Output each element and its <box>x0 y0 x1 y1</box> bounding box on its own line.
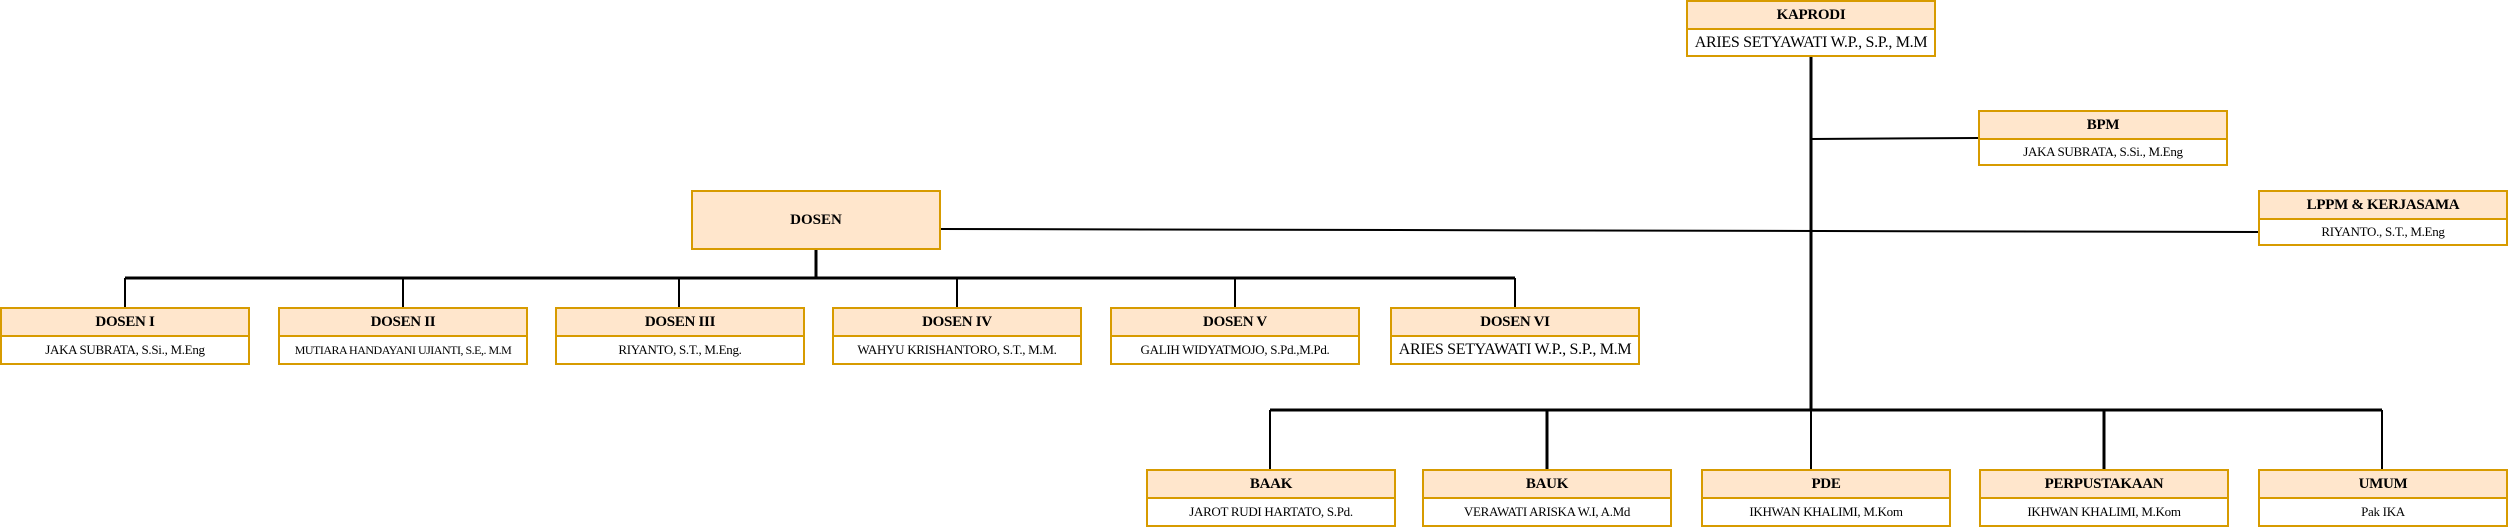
dosen-2-box: DOSEN II MUTIARA HANDAYANI UJIANTI, S.E,… <box>278 307 528 365</box>
dosen-6-name: ARIES SETYAWATI W.P., S.P., M.M <box>1398 341 1632 358</box>
pde-box: PDE IKHWAN KHALIMI, M.Kom <box>1701 469 1951 527</box>
umum-box: UMUM Pak IKA <box>2258 469 2508 527</box>
baak-name: JAROT RUDI HARTATO, S.Pd. <box>1189 504 1353 519</box>
dosen-5-title: DOSEN V <box>1112 309 1358 337</box>
dosen-4-name: WAHYU KRISHANTORO, S.T., M.M. <box>857 342 1057 357</box>
dosen-box: DOSEN <box>691 190 941 250</box>
perpustakaan-box: PERPUSTAKAAN IKHWAN KHALIMI, M.Kom <box>1979 469 2229 527</box>
pde-title: PDE <box>1703 471 1949 499</box>
dosen-3-name: RIYANTO, S.T., M.Eng. <box>618 342 742 357</box>
bauk-box: BAUK VERAWATI ARISKA W.I, A.Md <box>1422 469 1672 527</box>
dosen-4-title: DOSEN IV <box>834 309 1080 337</box>
bpm-title: BPM <box>1980 112 2226 140</box>
dosen-title: DOSEN <box>790 211 842 228</box>
lppm-title: LPPM & KERJASAMA <box>2260 192 2506 220</box>
bpm-box: BPM JAKA SUBRATA, S.Si., M.Eng <box>1978 110 2228 166</box>
dosen-1-title: DOSEN I <box>2 309 248 337</box>
baak-box: BAAK JAROT RUDI HARTATO, S.Pd. <box>1146 469 1396 527</box>
dosen-5-box: DOSEN V GALIH WIDYATMOJO, S.Pd.,M.Pd. <box>1110 307 1360 365</box>
pde-name: IKHWAN KHALIMI, M.Kom <box>1749 504 1903 519</box>
perpustakaan-title: PERPUSTAKAAN <box>1981 471 2227 499</box>
dosen-lppm-connector <box>940 228 2259 233</box>
dosen-6-box: DOSEN VI ARIES SETYAWATI W.P., S.P., M.M <box>1390 307 1640 365</box>
lppm-box: LPPM & KERJASAMA RIYANTO., S.T., M.Eng <box>2258 190 2508 246</box>
baak-title: BAAK <box>1148 471 1394 499</box>
bpm-connector <box>1810 137 1979 140</box>
bpm-name: JAKA SUBRATA, S.Si., M.Eng <box>2023 144 2183 159</box>
perpustakaan-name: IKHWAN KHALIMI, M.Kom <box>2027 504 2181 519</box>
umum-title: UMUM <box>2260 471 2506 499</box>
umum-name: Pak IKA <box>2361 504 2405 519</box>
kaprodi-box: KAPRODI ARIES SETYAWATI W.P., S.P., M.M <box>1686 0 1936 57</box>
kaprodi-title: KAPRODI <box>1688 2 1934 30</box>
kaprodi-name: ARIES SETYAWATI W.P., S.P., M.M <box>1694 33 1928 51</box>
dosen-1-box: DOSEN I JAKA SUBRATA, S.Si., M.Eng <box>0 307 250 365</box>
bauk-name: VERAWATI ARISKA W.I, A.Md <box>1463 504 1631 519</box>
dosen-5-name: GALIH WIDYATMOJO, S.Pd.,M.Pd. <box>1140 342 1330 357</box>
dosen-4-box: DOSEN IV WAHYU KRISHANTORO, S.T., M.M. <box>832 307 1082 365</box>
dosen-3-box: DOSEN III RIYANTO, S.T., M.Eng. <box>555 307 805 365</box>
dosen-2-name: MUTIARA HANDAYANI UJIANTI, S.E,. M.M <box>294 342 512 357</box>
dosen-2-title: DOSEN II <box>280 309 526 337</box>
dosen-6-title: DOSEN VI <box>1392 309 1638 337</box>
dosen-3-title: DOSEN III <box>557 309 803 337</box>
lppm-name: RIYANTO., S.T., M.Eng <box>2321 224 2445 239</box>
dosen-1-name: JAKA SUBRATA, S.Si., M.Eng <box>45 342 205 357</box>
bauk-title: BAUK <box>1424 471 1670 499</box>
